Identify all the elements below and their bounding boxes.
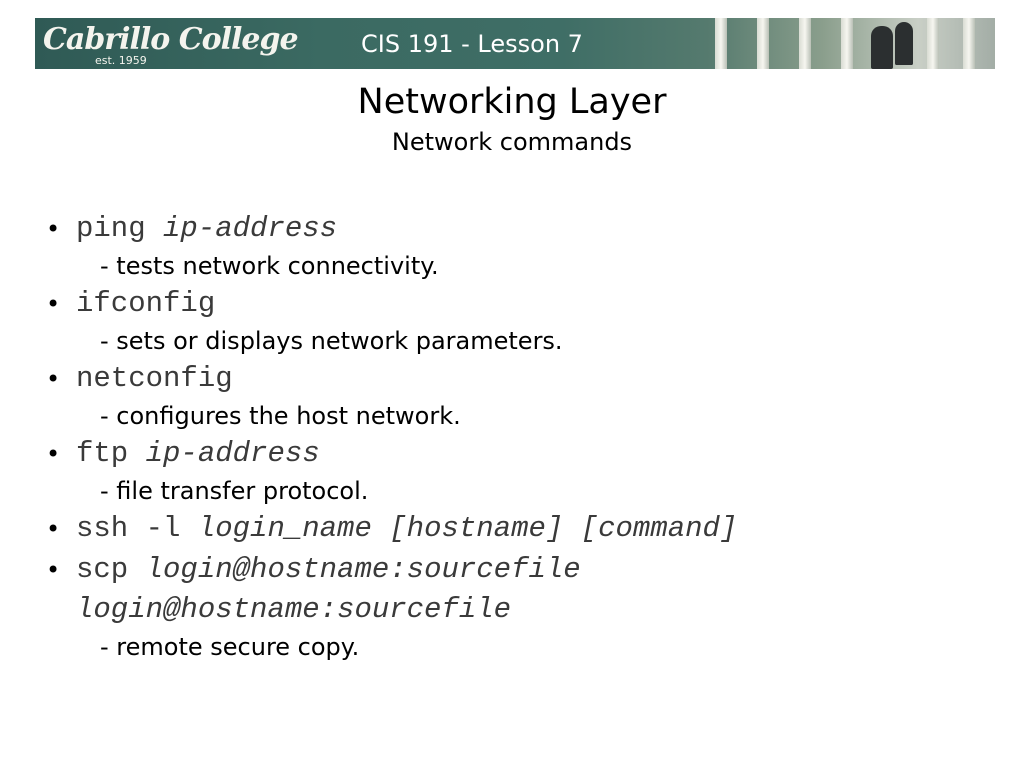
command-description: - file transfer protocol. — [100, 477, 369, 505]
command-line-continued: login@hostname:sourcefile — [76, 593, 512, 626]
header-banner: Cabrillo College est. 1959 CIS 191 - Les… — [35, 18, 995, 69]
list-item: • ifconfig - sets or displays network pa… — [46, 285, 1006, 360]
bullet: • — [46, 215, 61, 243]
command-line: ifconfig — [76, 287, 216, 320]
command-description: - remote secure copy. — [100, 633, 360, 661]
list-item: • ftp ip-address - file transfer protoco… — [46, 435, 1006, 510]
slide-subtitle: Network commands — [391, 128, 633, 156]
command-description: - tests network connectivity. — [100, 252, 439, 280]
bullet: • — [46, 290, 61, 318]
bullet: • — [46, 440, 61, 468]
course-title: CIS 191 - Lesson 7 — [361, 30, 583, 58]
list-item: • netconfig - configures the host networ… — [46, 360, 1006, 435]
command-line: ping ip-address — [76, 212, 338, 245]
bullet: • — [46, 515, 61, 543]
list-item: • ping ip-address - tests network connec… — [46, 210, 1006, 285]
command-description: - sets or displays network parameters. — [100, 327, 563, 355]
command-description: - configures the host network. — [100, 402, 461, 430]
command-list: • ping ip-address - tests network connec… — [46, 210, 1006, 666]
list-item: • scp login@hostname:sourcefile login@ho… — [46, 551, 1006, 666]
command-line: scp login@hostname:sourcefile — [76, 553, 581, 586]
logo-est: est. 1959 — [95, 54, 147, 67]
logo-name: Cabrillo College — [43, 22, 299, 57]
bullet: • — [46, 556, 61, 584]
command-line: netconfig — [76, 362, 233, 395]
list-item: • ssh -l login_name [hostname] [command] — [46, 510, 1006, 548]
college-logo: Cabrillo College est. 1959 — [43, 18, 299, 69]
bullet: • — [46, 365, 61, 393]
campus-photo — [695, 18, 995, 69]
command-line: ftp ip-address — [76, 437, 320, 470]
command-line: ssh -l login_name [hostname] [command] — [76, 512, 738, 545]
slide-title: Networking Layer — [357, 82, 667, 122]
